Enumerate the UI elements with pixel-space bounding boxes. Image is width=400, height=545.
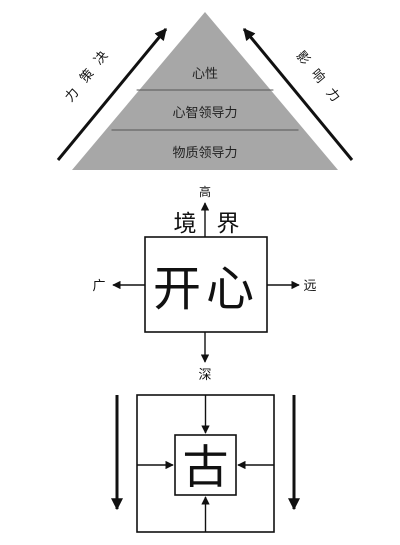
left-arrow-char-3: 力 (62, 86, 82, 106)
realm-title-char-1: 境 (174, 211, 197, 237)
pyramid-level-top: 心性 (192, 67, 218, 82)
pyramid-level-bottom: 物质领导力 (172, 146, 237, 161)
realm-left-label: 广 (92, 279, 105, 294)
inner-box (174, 434, 237, 496)
right-influence-arrow (242, 28, 354, 161)
right-arrow-char-3: 力 (323, 86, 343, 106)
realm-right-label: 远 (303, 279, 316, 294)
pyramid-level-middle: 心智领导力 (172, 106, 237, 121)
left-arrow-char-2: 策 (77, 66, 98, 86)
realm-title-char-2: 界 (217, 211, 240, 237)
right-arrow-char-2: 响 (308, 66, 329, 86)
realm-center-char-2: 心 (206, 261, 254, 317)
concentric-diagram: 古 (111, 394, 300, 533)
realm-center-char-1: 开 (153, 261, 201, 317)
realm-box (144, 236, 268, 333)
realm-up-label: 高 (199, 184, 211, 199)
right-arrow-char-1: 影 (293, 49, 313, 69)
left-decision-arrow (56, 28, 168, 161)
realm-diagram: 高 境 界 开 心 广 远 深 (92, 184, 316, 383)
pyramid-diagram: 心性 心智领导力 物质领导力 决 策 力 影 响 力 (56, 12, 354, 170)
left-arrow-char-1: 决 (91, 49, 111, 69)
realm-down-label: 深 (198, 368, 211, 383)
inner-center-char: 古 (183, 440, 229, 494)
